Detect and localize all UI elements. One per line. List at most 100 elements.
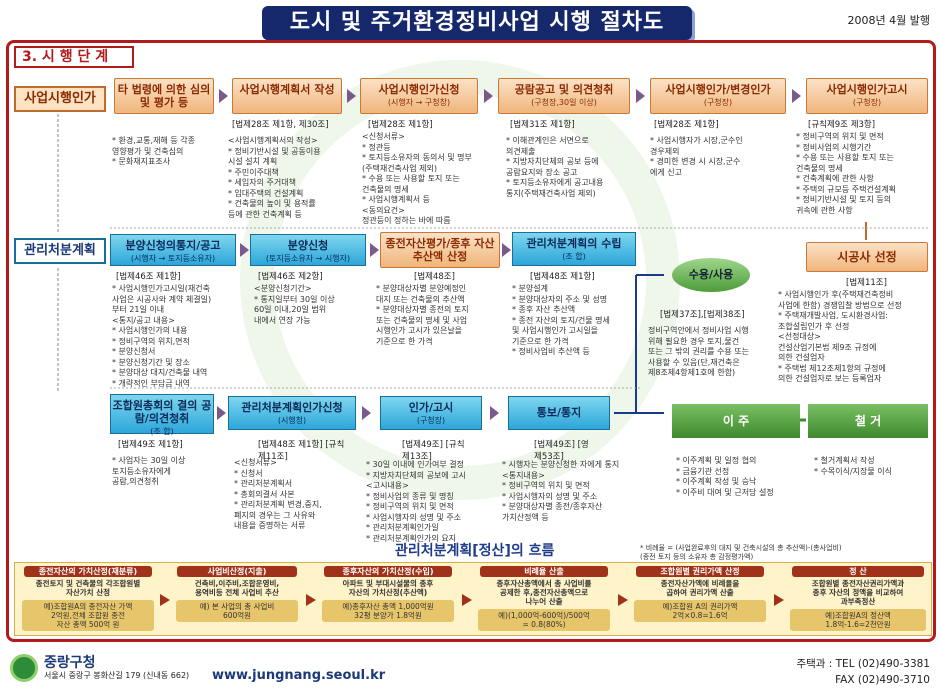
flow-step-head: 종전자산의 가치산정(재분류) — [23, 566, 153, 577]
section-label: 3. 시 행 단 계 — [14, 46, 134, 68]
mid-box-title: 관리처분계획의 수립 — [526, 237, 622, 250]
top-box-2: 사업시행계획서 작성 — [232, 78, 342, 114]
top-box-6: 사업시행인가고시 (구청장) — [806, 78, 928, 114]
flow-step-desc: 아파트 및 부대시설물의 종후 자산의 가치산정(추산액) — [342, 579, 434, 597]
low-note-3: * 30일 이내에 인가여부 결정 * 지방자치단체의 공보에 고시 <고시내용… — [366, 460, 466, 543]
footer-tel: 주택과 : TEL (02)490-3381 — [796, 658, 930, 670]
footer-address: 서울시 중랑구 봉화산길 179 (신내동 662) — [44, 671, 190, 680]
iju-box: 이 주 — [672, 404, 800, 438]
footer-fax: FAX (02)490-3710 — [835, 674, 930, 686]
low-ref-4: [법제49조] [영제53조] — [534, 440, 589, 462]
top-ref-5: [법제28조 제1항] — [654, 120, 719, 130]
arrow-icon — [347, 89, 356, 103]
iju-note: * 이주계획 및 일정 협의 * 금융기관 선정 * 이주계획 작성 및 승낙 … — [676, 456, 774, 497]
mid-box-sub: (토지등소유자 → 시행자) — [265, 254, 351, 263]
top-ref-4: [법제31조 제1항] — [510, 120, 575, 130]
flow-step-example: 예)종후자산 총액 1,000억원 32평 분양가 1.8억원 — [322, 600, 454, 622]
mid-ref-3: [법제48조] — [414, 272, 455, 282]
flow-step-head: 종후자산의 가치산정(수입) — [323, 566, 453, 577]
mid-note-2: <분양신청기간> * 통지일부터 30일 이상 60일 이내,20일 범위 내에… — [254, 284, 335, 325]
arrow-icon — [219, 89, 228, 103]
mid-box-title: 분양신청의통지/공고 — [125, 239, 221, 252]
top-ref-3: [법제28조 제1항] — [368, 120, 433, 130]
top-note-5: * 사업시행자가 시장,군수인 경우제외 * 경미한 변경 시 시장,군수 에게… — [650, 136, 743, 177]
mid-box-2: 분양신청(토지등소유자 → 시행자) — [250, 234, 366, 266]
flow-step-4: 비례율 산출 종후자산총액에서 총 사업비를 공제한 후,종전자산총액으로 나누… — [474, 566, 614, 634]
flow-step-desc: 종전토지 및 건축물의 각조합원별 자산가치 산정 — [35, 579, 141, 597]
mid-note-3: * 분양대상자별 분양예정인 대지 또는 건축물의 추산액 * 분양대상자별 종… — [376, 284, 469, 346]
top-box-sub: (시행자 → 구청창) — [387, 98, 451, 107]
arrow-icon — [462, 594, 472, 606]
footer-name: 중랑구청 — [44, 655, 96, 671]
arrow-icon — [774, 594, 784, 606]
flow-step-head: 조합원별 권리가액 산정 — [635, 566, 765, 577]
diagram-frame — [6, 40, 936, 642]
arrow-icon — [240, 243, 249, 257]
flow-step-head: 정 산 — [791, 566, 925, 577]
low-note-2: <신청서류> * 신청서 * 관리처분계획서 * 총회의결서 사본 * 관리처분… — [234, 458, 322, 530]
arrow-icon — [490, 406, 499, 420]
low-box-2: 관리처분계획인가신청(시행청) — [228, 396, 356, 430]
flow-title: 관리처분계획[정산]의 흐름 — [395, 543, 555, 559]
arrow-icon — [160, 594, 170, 606]
flow-step-head: 사업비산정(지출) — [177, 566, 297, 577]
low-ref-1: [법제49조 제1항] — [118, 440, 183, 450]
arrow-icon — [370, 243, 379, 257]
flow-step-5: 조합원별 권리가액 산정 종전자산가액에 비례율을 곱하여 권리가액 산출 예)… — [630, 566, 770, 634]
low-box-title: 조합원총회의 결의 공람/의견청취 — [112, 399, 212, 425]
low-box-4: 통보/통지 — [508, 396, 610, 430]
page-title: 도시 및 주거환경정비사업 시행 절차도 — [262, 6, 692, 40]
suyong-ref: [법제37조],[법제38조] — [660, 310, 745, 320]
flow-step-example: 예)조합원A의 정산액 1.8억-1.6=2천만원 — [790, 609, 926, 631]
district-logo-icon — [10, 654, 38, 682]
flow-step-3: 종후자산의 가치산정(수입) 아파트 및 부대시설물의 종후 자산의 가치산정(… — [318, 566, 458, 634]
low-box-title: 통보/통지 — [536, 406, 582, 419]
flow-step-1: 종전자산의 가치산정(재분류) 종전토지 및 건축물의 각조합원별 자산가치 산… — [18, 566, 158, 634]
low-ref-2: [법제48조 제1항] [규칙제11조] — [258, 440, 345, 462]
row-label-top: 사업시행인가 — [14, 86, 106, 112]
top-box-sub: (구청장) — [852, 98, 882, 107]
arrow-icon — [636, 89, 645, 103]
top-box-title: 사업시행계획서 작성 — [239, 83, 335, 96]
top-ref-2: [법제28조 제1항, 제30조] — [232, 120, 329, 130]
arrow-icon — [484, 89, 493, 103]
arrow-icon — [362, 406, 371, 420]
mid-box-4: 관리처분계획의 수립(조 합) — [512, 232, 636, 266]
flow-step-6: 정 산 조합원별 종전자산권리가액과 종후 자산의 정액을 비교하여 과부족정산… — [786, 566, 930, 634]
mid-ref-4: [법제48조 제1항] — [530, 272, 595, 282]
arrow-icon — [502, 243, 511, 257]
low-box-sub: (구청장) — [416, 416, 446, 425]
top-note-2: <사업시행계획서의 작성> * 정비기반시설 및 공동이용 시설 설치 계획 *… — [228, 136, 321, 219]
suyong-note: 정비구역안에서 정비사업 시행 위해 필요한 경우 토지,물건 또는 그 밖의 … — [648, 326, 750, 377]
mid-ref-1: [법제46조 제1항] — [116, 272, 181, 282]
top-box-title: 사업시행인가고시 — [826, 83, 908, 96]
top-box-sub: (구청장) — [703, 98, 733, 107]
top-ref-6: [규칙제9조 제3항] — [808, 120, 876, 130]
low-box-1: 조합원총회의 결의 공람/의견청취(조 합) — [110, 394, 214, 436]
top-box-title: 사업시행인가/변경인가 — [665, 83, 771, 96]
top-box-title: 사업시행인가신청 — [378, 83, 460, 96]
footer-url[interactable]: www.jungnang.seoul.kr — [212, 668, 386, 683]
flow-step-desc: 종전자산가액에 비례율을 곱하여 권리가액 산출 — [660, 579, 740, 597]
top-box-title: 공람공고 및 의견청취 — [514, 83, 614, 96]
flow-step-desc: 건축비,이주비,조합운영비, 용역비등 전체 사업비 추산 — [194, 579, 280, 597]
mid-note-4: * 분양설계 * 분양대상자의 주소 및 성명 * 종후 자산 추산액 * 종전… — [512, 284, 610, 356]
low-ref-3: [법제49조] [규칙제13조] — [402, 440, 465, 462]
flow-step-head: 비례율 산출 — [479, 566, 609, 577]
row-label-mid: 관리처분계획 — [14, 238, 106, 264]
mid-box-title: 종전자산평가/종후 자산 추산액 산정 — [385, 237, 495, 263]
formula-note: * 비례율 = (사업완료후의 대지 및 건축시설의 총 추산액)-(총사업비)… — [640, 544, 842, 561]
sigong-box: 시공사 선정 — [806, 242, 928, 272]
top-note-3: <신청서류> * 정관등 * 토지등소유자의 동의서 및 명부 (주택재건축사업… — [362, 132, 472, 225]
flow-step-example: 예)조합원 A의 권리가액 2억×0.8=1.6억 — [634, 600, 766, 622]
cheolgeo-note: * 철거계획서 작성 * 수목이식/지장물 이식 — [814, 456, 893, 476]
mid-ref-2: [법제46조 제2항] — [258, 272, 323, 282]
footer-contact: 주택과 : TEL (02)490-3381 FAX (02)490-3710 — [796, 656, 930, 688]
publication-date: 2008년 4월 발행 — [847, 14, 930, 27]
top-box-1: 타 법령에 의한 심의 및 평가 등 — [114, 78, 214, 114]
arrow-icon — [618, 594, 628, 606]
arrow-icon — [217, 406, 226, 420]
top-box-title: 타 법령에 의한 심의 및 평가 등 — [117, 83, 211, 109]
arrow-icon — [306, 594, 316, 606]
